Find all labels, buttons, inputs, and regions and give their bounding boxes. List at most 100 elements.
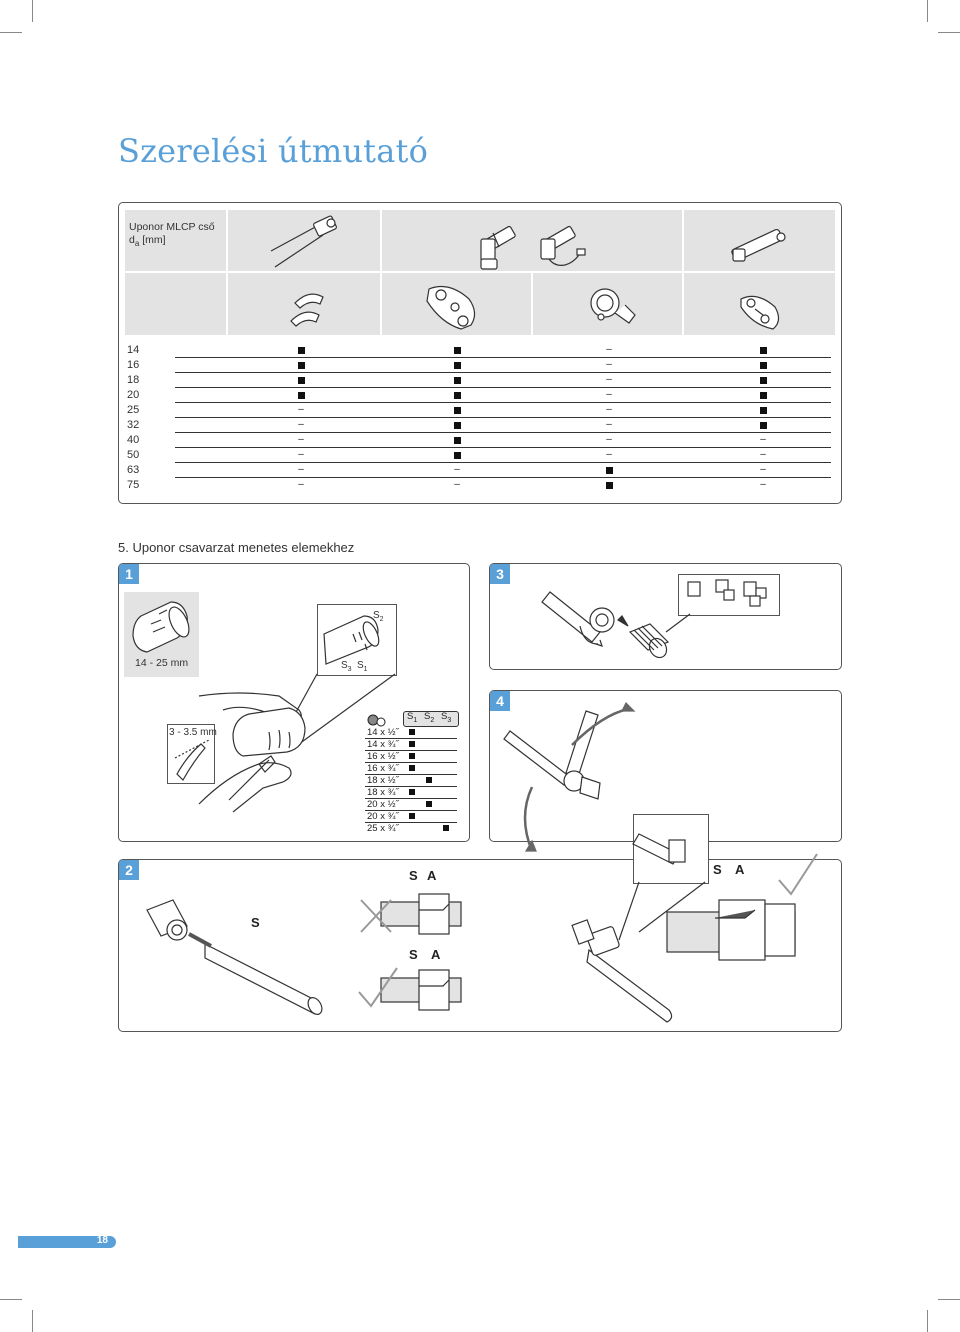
table-row: 16 – — [125, 358, 837, 373]
table-row: 14 x ¾˝ — [365, 739, 457, 751]
table-row: 75 – – – — [127, 479, 766, 491]
table-row: 25 x ¾˝ — [365, 823, 457, 834]
page-number-tab: 18 — [18, 1235, 116, 1248]
compatible-mark — [453, 377, 461, 384]
hand-press-tool-icon — [270, 215, 337, 268]
crop-mark — [927, 0, 928, 22]
crop-mark — [0, 1299, 22, 1300]
threaded-adapter-icon — [628, 623, 670, 659]
step-1-panel: 1 14 - 25 mm S2 S3 S1 3 - 3.5 mm — [118, 563, 470, 842]
section-heading: 5. Uponor csavarzat menetes elemekhez — [118, 540, 355, 555]
compatible-mark — [297, 347, 305, 354]
step-2-panel: 2 S S A S A S A — [118, 814, 842, 1032]
table-row: 63 – – – — [125, 463, 837, 478]
table-row: 16 x ½˝ — [365, 751, 457, 763]
compatible-mark — [453, 437, 461, 444]
table-header-label: Uponor MLCP cső da [mm] — [129, 221, 215, 249]
calibrator-detail-icon — [294, 615, 396, 745]
compatible-mark — [605, 482, 613, 489]
fitting-elbow-icon — [687, 579, 767, 607]
section-view-icon — [666, 899, 796, 961]
marking-hand-icon — [198, 692, 306, 813]
compatible-mark — [453, 452, 461, 459]
press-ring-icon — [590, 288, 636, 324]
step-number: 2 — [119, 860, 139, 880]
fitting-icon — [579, 776, 601, 800]
crop-mark — [927, 1310, 928, 1332]
table-row: 25 – – — [125, 403, 837, 418]
threaded-fitting-icon — [571, 919, 673, 1023]
crop-mark — [938, 32, 960, 33]
compatible-mark — [453, 362, 461, 369]
s-label: S — [409, 868, 418, 883]
col-header-s2: S2 — [424, 711, 435, 724]
table-row: 14 – — [125, 343, 837, 358]
checkmark-icon — [358, 967, 398, 1008]
compatible-mark — [759, 422, 767, 429]
battery-press-tool-icon — [480, 225, 516, 270]
page-number: 18 — [96, 1235, 108, 1246]
table-row: 20 – — [125, 388, 837, 403]
wrong-section-icon — [380, 893, 462, 935]
step-number: 1 — [119, 564, 139, 584]
fitting-icon — [367, 714, 386, 727]
crop-mark — [32, 0, 33, 22]
step-3-panel: 3 — [489, 563, 842, 670]
compatible-mark — [297, 362, 305, 369]
depth-label: 3 - 3.5 mm — [169, 727, 217, 738]
s1-label: S1 — [357, 660, 368, 673]
s-label: S — [713, 862, 722, 877]
table-row: 32 – – — [125, 418, 837, 433]
table-row: 16 x ¾˝ — [365, 763, 457, 775]
s2-label: S2 — [373, 610, 384, 623]
press-jaw-inserts-icon — [290, 293, 324, 327]
compatible-mark — [759, 362, 767, 369]
page-title: Szerelési útmutató — [118, 132, 429, 170]
table-row: 18 – — [125, 373, 837, 388]
step-number: 3 — [490, 564, 510, 584]
a-label: A — [427, 868, 437, 883]
checkmark-icon — [778, 853, 818, 896]
col-header-s3: S3 — [441, 711, 452, 724]
wrench-illustration — [503, 701, 636, 852]
compatible-mark — [605, 467, 613, 474]
inset-detail-icon — [618, 833, 706, 941]
electric-press-tool-icon — [540, 225, 586, 266]
compatible-mark — [759, 407, 767, 414]
header-band-top — [125, 210, 835, 271]
a-label: A — [431, 947, 441, 962]
tool-compatibility-table: Uponor MLCP cső da [mm] — [118, 202, 842, 504]
cross-icon — [360, 899, 392, 933]
crop-mark — [938, 1299, 960, 1300]
table-row: 18 x ¾˝ — [365, 787, 457, 799]
compatible-mark — [759, 347, 767, 354]
tightening-illustration — [541, 579, 767, 659]
compatible-mark — [453, 422, 461, 429]
compatible-mark — [759, 377, 767, 384]
compatible-mark — [453, 407, 461, 414]
arrow-icon — [617, 615, 629, 627]
step-number: 4 — [490, 691, 510, 711]
table-row: 14 x ½˝ — [365, 727, 457, 739]
s-label: S — [251, 915, 260, 930]
crop-mark — [32, 1310, 33, 1332]
calibration-illustration — [132, 601, 396, 813]
calibrator-icon — [132, 601, 190, 653]
compatible-mark — [297, 377, 305, 384]
press-jaw-icon — [426, 286, 476, 330]
assembly-illustration — [146, 833, 818, 1023]
compact-jaw-icon — [740, 295, 780, 330]
header-pipe-label: Uponor MLCP cső — [129, 221, 215, 233]
compatible-mark — [453, 392, 461, 399]
marker-pen-icon — [174, 739, 210, 781]
compatible-mark — [453, 347, 461, 354]
compatible-mark — [297, 392, 305, 399]
header-band-bottom — [125, 273, 835, 335]
compatible-mark — [759, 392, 767, 399]
correct-section-icon — [380, 969, 462, 1011]
table-row: 40 – – – — [125, 433, 837, 448]
compact-press-tool-icon — [731, 228, 786, 262]
nut-fitting-icon — [146, 899, 188, 941]
tool-illustrations — [270, 215, 786, 330]
pipe-icon — [204, 943, 323, 1015]
